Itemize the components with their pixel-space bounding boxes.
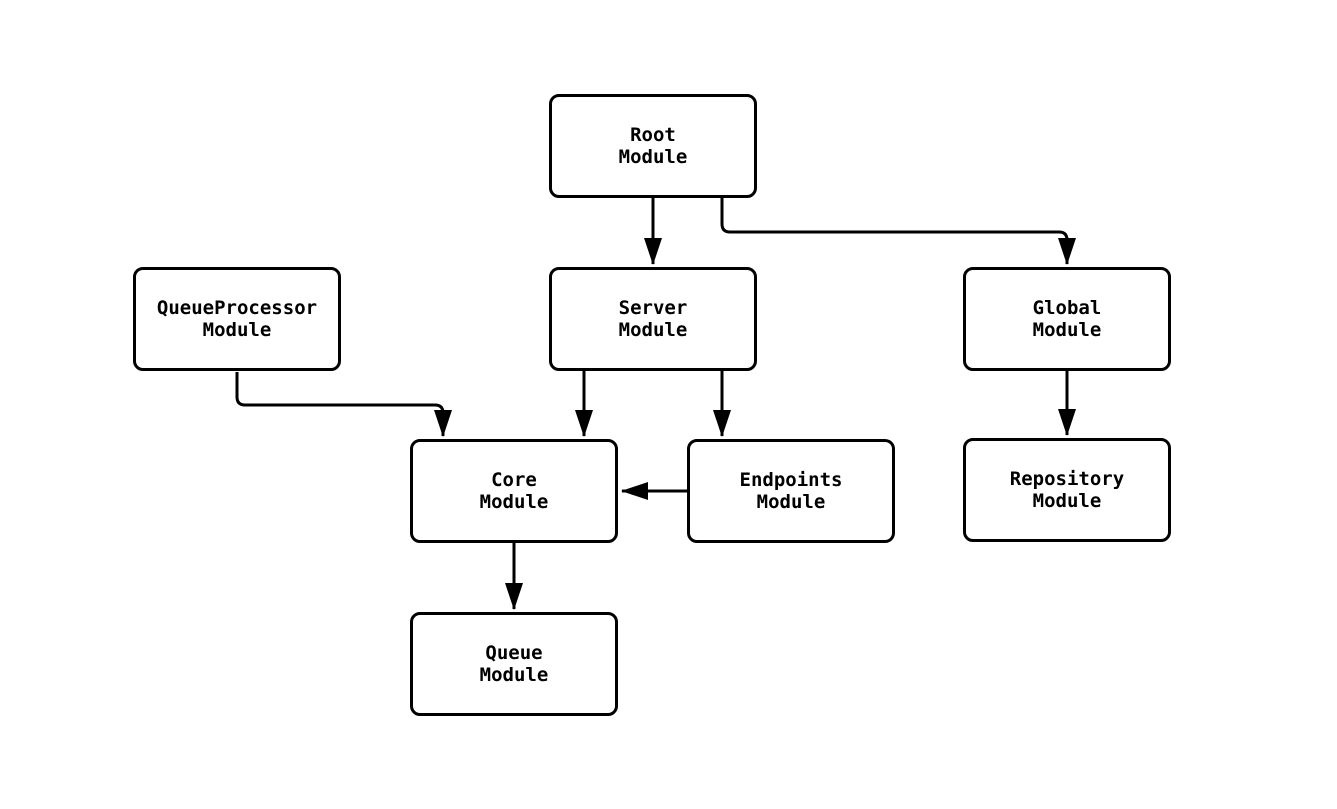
node-queue-module-name: Queue [485, 642, 543, 664]
node-endpoints-module: Endpoints Module [687, 439, 895, 543]
node-queueprocessor-module-name: QueueProcessor [156, 297, 318, 319]
node-endpoints-module-name: Endpoints [739, 469, 843, 491]
node-server-module-name: Server [618, 297, 688, 319]
node-core-module-suffix: Module [479, 491, 549, 513]
node-repository-module: Repository Module [963, 438, 1171, 542]
node-core-module: Core Module [410, 439, 618, 543]
node-root-module: Root Module [549, 94, 757, 198]
node-repository-module-suffix: Module [1032, 490, 1102, 512]
node-repository-module-name: Repository [1009, 468, 1125, 490]
edge-root-to-global [720, 198, 1076, 265]
node-root-module-name: Root [630, 124, 676, 146]
node-core-module-name: Core [491, 469, 537, 491]
node-queue-module: Queue Module [410, 612, 618, 716]
node-global-module-suffix: Module [1032, 319, 1102, 341]
node-root-module-suffix: Module [618, 146, 688, 168]
node-server-module: Server Module [549, 267, 757, 371]
node-server-module-suffix: Module [618, 319, 688, 341]
node-global-module: Global Module [963, 267, 1171, 371]
node-queueprocessor-module: QueueProcessor Module [133, 267, 341, 371]
node-queue-module-suffix: Module [479, 664, 549, 686]
node-queueprocessor-module-suffix: Module [202, 319, 272, 341]
edge-queueprocessor-to-core [235, 372, 452, 437]
node-global-module-name: Global [1032, 297, 1102, 319]
node-endpoints-module-suffix: Module [756, 491, 826, 513]
